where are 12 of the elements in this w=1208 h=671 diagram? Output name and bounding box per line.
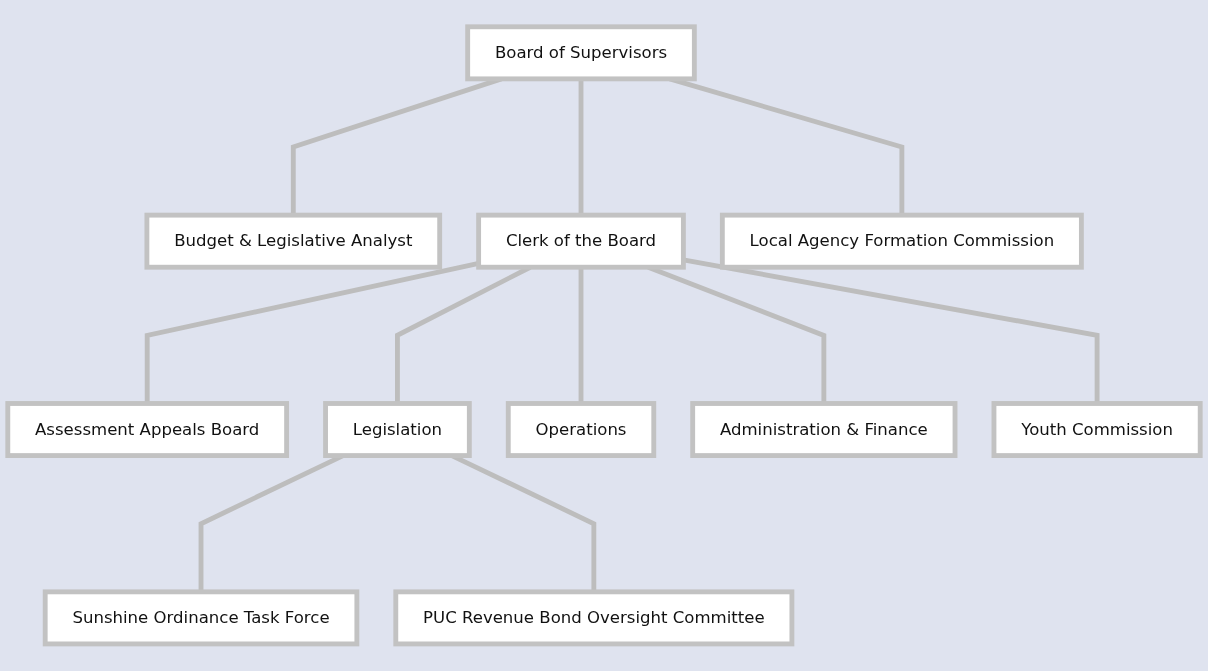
node-box: Administration & Finance [690, 401, 958, 459]
node-box: Sunshine Ordinance Task Force [42, 589, 360, 647]
node-box: Operations [505, 401, 657, 459]
connector [578, 267, 584, 404]
node-box: Assessment Appeals Board [5, 401, 290, 459]
node-box: Budget & Legislative Analyst [144, 212, 443, 270]
node-box: Youth Commission [991, 401, 1203, 459]
node-box: Clerk of the Board [476, 212, 686, 270]
node-box: Board of Supervisors [465, 24, 697, 82]
node-box: PUC Revenue Bond Oversight Committee [393, 589, 795, 647]
node-box: Local Agency Formation Commission [719, 212, 1084, 270]
node-box: Legislation [323, 401, 472, 459]
